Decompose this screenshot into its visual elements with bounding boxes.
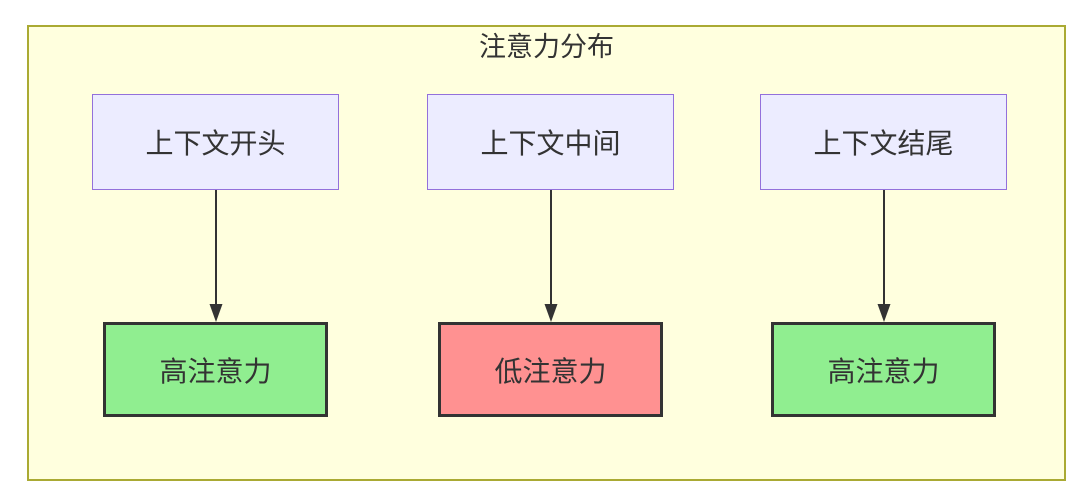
flow-column-middle: 上下文中间 低注意力: [427, 94, 674, 417]
node-context-end-label: 上下文结尾: [813, 128, 954, 159]
node-attention-begin: 高注意力: [103, 322, 328, 417]
flow-column-end: 上下文结尾 高注意力: [760, 94, 1007, 417]
node-attention-begin-label: 高注意力: [159, 355, 272, 387]
node-context-middle-label: 上下文中间: [480, 128, 621, 159]
flow-column-begin: 上下文开头 高注意力: [92, 94, 339, 417]
arrow-down-icon: [209, 190, 222, 322]
arrow-down-icon: [544, 190, 557, 322]
node-context-begin-label: 上下文开头: [145, 128, 286, 159]
node-attention-middle: 低注意力: [438, 322, 663, 417]
attention-distribution-subgraph: 注意力分布 上下文开头 高注意力 上下文中间 低注意力 上下文结尾: [27, 25, 1066, 481]
node-attention-middle-label: 低注意力: [494, 355, 607, 387]
arrow-down-icon: [877, 190, 890, 322]
node-attention-end-label: 高注意力: [827, 355, 940, 387]
diagram-title: 注意力分布: [479, 32, 614, 62]
node-attention-end: 高注意力: [771, 322, 996, 417]
node-context-end: 上下文结尾: [760, 94, 1007, 190]
node-context-middle: 上下文中间: [427, 94, 674, 190]
node-context-begin: 上下文开头: [92, 94, 339, 190]
